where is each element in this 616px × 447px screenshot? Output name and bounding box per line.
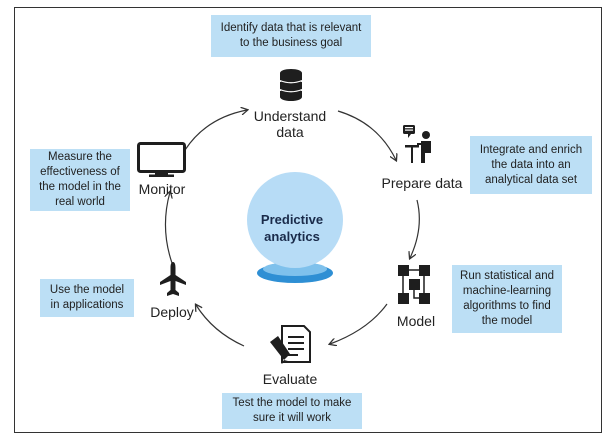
center-title-line1: Predictive bbox=[260, 212, 324, 227]
database-icon bbox=[279, 69, 303, 101]
stage-model-label: Model bbox=[396, 313, 436, 329]
arrow-deploy-to-monitor bbox=[165, 192, 172, 264]
arrow-understand-to-prepare bbox=[337, 110, 396, 160]
stage-understand-line1: Understand bbox=[253, 108, 327, 124]
callout-understand: Identify data that is relevant to the bu… bbox=[211, 15, 371, 57]
stage-evaluate-label: Evaluate bbox=[262, 371, 318, 387]
stage-monitor-label: Monitor bbox=[138, 181, 186, 197]
predictive-analytics-sphere bbox=[247, 172, 343, 283]
callout-model: Run statistical and machine-learning alg… bbox=[452, 265, 562, 333]
stage-understand-label: Understand data bbox=[240, 108, 340, 140]
callout-deploy: Use the model in applications bbox=[40, 279, 134, 317]
flowchart-icon bbox=[398, 265, 430, 304]
callout-evaluate: Test the model to make sure it will work bbox=[222, 393, 362, 429]
document-with-pen-icon bbox=[270, 325, 311, 364]
airplane-icon bbox=[160, 262, 186, 296]
arrow-evaluate-to-deploy bbox=[196, 305, 245, 347]
stage-deploy-label: Deploy bbox=[150, 304, 194, 320]
center-title-line2: analytics bbox=[264, 229, 320, 244]
callout-prepare: Integrate and enrich the data into an an… bbox=[470, 136, 592, 194]
stage-prepare-label: Prepare data bbox=[381, 175, 463, 191]
person-at-desk-icon bbox=[403, 125, 431, 163]
center-title: Predictive analytics bbox=[247, 211, 337, 245]
arrow-prepare-to-model bbox=[410, 199, 420, 258]
arrow-monitor-to-understand bbox=[184, 110, 247, 151]
stage-understand-line2: data bbox=[276, 124, 304, 140]
monitor-icon bbox=[137, 142, 186, 177]
callout-monitor: Measure the effectiveness of the model i… bbox=[30, 149, 130, 211]
arrow-model-to-evaluate bbox=[330, 303, 388, 344]
